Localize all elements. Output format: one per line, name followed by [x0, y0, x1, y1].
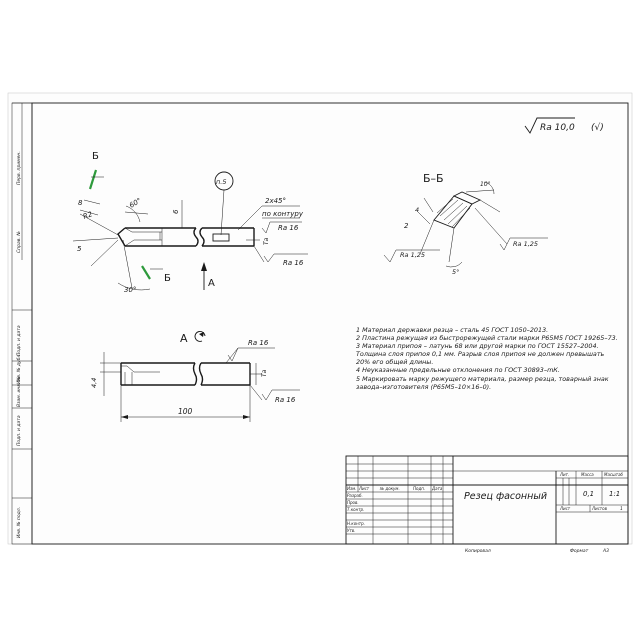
sheet-border — [7, 92, 633, 545]
tb-head-list: Лист — [358, 486, 370, 491]
tb-head-podp: Подп. — [413, 486, 425, 491]
tb-scale: 1:1 — [609, 490, 620, 498]
tb-copied: Копировал — [465, 548, 491, 554]
section-hatch — [436, 198, 471, 228]
tb-sheets-label: Листов — [591, 506, 608, 511]
section-mark-b-top: Б — [92, 151, 99, 162]
stamp-vzam-inv: Взам. инв. № — [16, 376, 22, 407]
tb-head-data: Дата — [431, 486, 443, 491]
stamp-perv-primen: Перв. примен. — [16, 151, 22, 185]
tb-format-label: Формат — [570, 548, 589, 554]
general-roughness-value: Ra 10,0 — [540, 123, 575, 133]
bb-ra-left: Ra 1,25 — [400, 251, 425, 259]
main-view: Б Б п.5 60° 8 — [72, 151, 308, 294]
dim-radius-r2: R2 — [82, 210, 94, 221]
general-roughness-suffix: (√) — [591, 122, 604, 133]
ra-main-small: Та — [263, 237, 270, 245]
tb-role-prov: Пров. — [347, 500, 359, 505]
tb-part-name: Резец фасонный — [464, 491, 547, 502]
stamp-podp-data-2: Подп. и дата — [16, 415, 22, 446]
general-roughness: Ra 10,0 (√) — [524, 117, 604, 134]
ra-main-bottom: Ra 16 — [283, 259, 304, 267]
dim-angle-30: 30° — [124, 286, 136, 294]
bb-ra-right: Ra 1,25 — [513, 240, 538, 248]
left-stamp-strip: Перв. примен. Справ. № Подп. и дата Инв.… — [11, 102, 33, 545]
section-mark-b-bottom: Б — [164, 273, 171, 284]
dim-height-6: 6 — [172, 209, 180, 214]
tb-role-utv: Утв. — [347, 528, 355, 533]
bb-angle-10: 10° — [480, 181, 491, 188]
dim-chamfer: 2x45° — [265, 197, 286, 205]
note-2: 2 Пластина режущая из быстрорежущей стал… — [356, 334, 618, 343]
title-block: Изм. Лист № докум. Подп. Дата Разраб. Пр… — [345, 455, 629, 554]
view-a-small: Та — [261, 369, 268, 377]
view-arrow-a: А — [208, 278, 215, 289]
stamp-inv-podl: Инв. № подл. — [16, 507, 22, 538]
tb-format: A3 — [602, 548, 609, 554]
stamp-sprav: Справ. № — [16, 231, 22, 253]
section-bb: Б–Б 10° 4 2 Ra 1,25 Ra 1,25 5° — [383, 172, 548, 276]
tb-role-tkontr: Т.контр. — [347, 507, 364, 512]
view-a-ra-top: Ra 16 — [248, 339, 269, 347]
technical-requirements: 1 Материал державки резца – сталь 45 ГОС… — [356, 326, 618, 391]
bb-dim-4: 4 — [415, 206, 419, 214]
view-a-ra-bottom: Ra 16 — [275, 396, 296, 404]
stamp-podp-data-1: Подп. и дата — [16, 325, 22, 356]
note-1: 1 Материал державки резца – сталь 45 ГОС… — [356, 326, 549, 334]
tb-head-izm: Изм. — [347, 486, 356, 491]
view-a: А 4,4 100 Ra 16 Та — [90, 330, 300, 422]
dim-five: 5 — [77, 245, 82, 253]
dim-contour: по контуру — [262, 210, 304, 218]
tb-mass-label: Масса — [581, 472, 594, 477]
tb-sheet-label: Лист — [559, 506, 571, 511]
tb-lit-label: Лит. — [559, 472, 569, 477]
tb-sheets: 1 — [620, 506, 623, 512]
stamp-inv-dubl: Инв. № дубл. — [16, 353, 22, 384]
callout-p5: п.5 — [216, 178, 226, 186]
tb-mass: 0,1 — [583, 490, 594, 498]
note-4: 4 Неуказанные предельные отклонения по Г… — [356, 366, 560, 375]
ra-main-top: Ra 16 — [278, 224, 299, 232]
tb-scale-label: Масштаб — [604, 472, 624, 477]
tb-role-nkontr: Н.контр. — [347, 521, 365, 526]
bb-angle-5: 5° — [452, 268, 459, 276]
view-a-dim-44: 4,4 — [90, 378, 98, 388]
tb-role-razrab: Разраб. — [347, 493, 363, 498]
note-5: 5 Маркировать марку режущего материала, … — [356, 374, 609, 391]
section-bb-title: Б–Б — [423, 172, 444, 185]
view-a-title: А — [180, 332, 188, 345]
note-3: 3 Материал припоя – латунь 68 или другой… — [356, 342, 605, 367]
dim-b-8: 8 — [78, 199, 83, 207]
tb-head-doc: № докум. — [379, 486, 400, 491]
bb-dim-2: 2 — [404, 222, 409, 230]
view-a-dim-100: 100 — [178, 407, 193, 416]
